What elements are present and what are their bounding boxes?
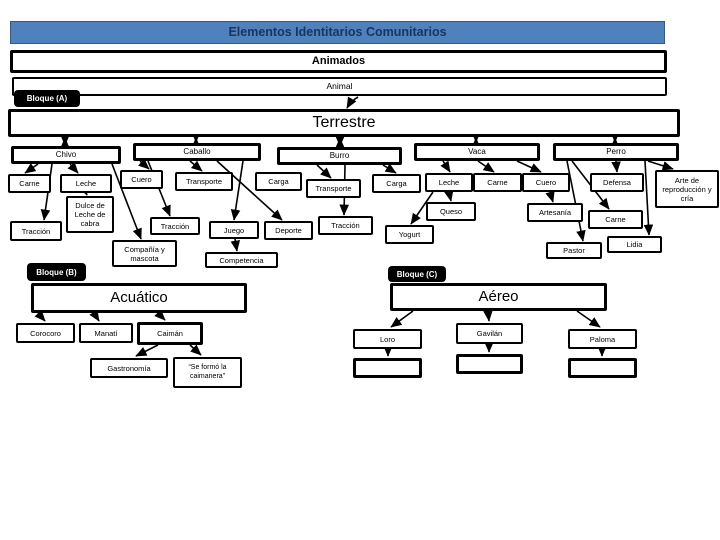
connector-arrow (230, 238, 241, 252)
node-chivo-traccion: Tracción (10, 221, 62, 241)
connector-arrow (189, 160, 203, 172)
node-lidia: Lidia (607, 236, 662, 253)
connector-arrow (138, 158, 150, 170)
connector-arrow (545, 190, 555, 203)
connector-arrow (111, 163, 142, 240)
connector-arrow (410, 191, 434, 225)
node-caballo-transporte: Transporte (175, 172, 233, 191)
node-burro-carga: Carga (372, 174, 421, 193)
connector-arrow (611, 160, 621, 173)
title-banner: Elementos Identitarios Comunitarios (10, 21, 665, 44)
connector-arrow (647, 160, 674, 171)
node-chivo: Chivo (11, 146, 121, 164)
empty-box-paloma (568, 358, 637, 378)
node-aereo: Aéreo (390, 283, 607, 311)
node-perro: Perro (553, 143, 679, 161)
node-loro: Loro (353, 329, 422, 349)
node-competencia: Competencia (205, 252, 278, 268)
connector-arrow (440, 160, 451, 173)
tab-bloque-c: Bloque (C) (388, 266, 446, 282)
connector-arrow (382, 163, 397, 174)
node-frase-caimanera: “Se formó la caimanera” (173, 357, 242, 388)
connector-arrow (135, 344, 159, 357)
node-gavilan: Gavilán (456, 323, 523, 344)
node-juego: Juego (209, 221, 259, 239)
node-queso: Queso (426, 202, 476, 221)
node-terrestre: Terrestre (8, 109, 680, 137)
connector-arrow (24, 163, 39, 174)
node-dulce-de-leche: Dulce de Leche de cabra (66, 196, 114, 233)
node-corocoro: Corocoro (16, 323, 75, 343)
node-paloma: Paloma (568, 329, 637, 349)
node-caballo-carga: Carga (255, 172, 302, 191)
connector-arrow (516, 160, 542, 173)
node-caballo: Caballo (133, 143, 261, 161)
connector-arrow (89, 309, 100, 322)
connector-arrow (390, 310, 414, 328)
node-arte-reproduccion: Arte de reproducción y cría (655, 170, 719, 208)
node-chivo-cuero: Cuero (120, 170, 163, 189)
connector-arrow (444, 189, 454, 202)
tab-bloque-b: Bloque (B) (27, 263, 86, 281)
node-perro-carne: Carne (588, 210, 643, 229)
connector-arrow (477, 160, 495, 173)
node-caiman: Caimán (137, 322, 203, 345)
connector-arrow (316, 164, 332, 179)
connector-arrow (643, 160, 654, 236)
node-vaca-cuero: Cuero (522, 173, 570, 192)
connector-arrow (154, 309, 166, 321)
empty-box-gavilan (456, 354, 523, 374)
node-burro-traccion: Tracción (318, 216, 373, 235)
node-burro: Burro (277, 147, 402, 165)
connector-arrow (189, 344, 202, 356)
connector-arrow (67, 162, 79, 174)
connector-arrow (230, 160, 244, 221)
empty-box-loro (353, 358, 422, 378)
node-yogurt: Yogurt (385, 225, 434, 244)
node-deporte: Deporte (264, 221, 313, 240)
node-chivo-carne: Carne (8, 174, 51, 193)
connector-arrow (576, 310, 601, 328)
connector-arrow (34, 310, 46, 322)
node-defensa: Defensa (590, 173, 644, 192)
node-burro-transporte: Transporte (306, 179, 361, 198)
connector-arrow (78, 183, 88, 196)
node-gastronomia: Gastronomía (90, 358, 168, 378)
node-chivo-leche: Leche (60, 174, 112, 193)
node-animal: Animal (12, 77, 667, 96)
node-manati: Manatí (79, 323, 133, 343)
node-vaca-carne: Carne (473, 173, 522, 192)
node-caballo-traccion: Tracción (150, 217, 200, 235)
connector-arrow (346, 96, 359, 109)
node-animados: Animados (10, 50, 667, 73)
connector-arrow (483, 310, 493, 322)
node-vaca-leche: Leche (425, 173, 473, 192)
node-acuatico: Acuático (31, 283, 247, 313)
node-vaca: Vaca (414, 143, 540, 161)
node-artesania: Artesanía (527, 203, 583, 222)
tab-bloque-a: Bloque (A) (14, 90, 80, 107)
connector-arrow (216, 160, 283, 221)
node-compania-mascota: Compañía y mascota (112, 240, 177, 267)
node-pastor: Pastor (546, 242, 602, 259)
